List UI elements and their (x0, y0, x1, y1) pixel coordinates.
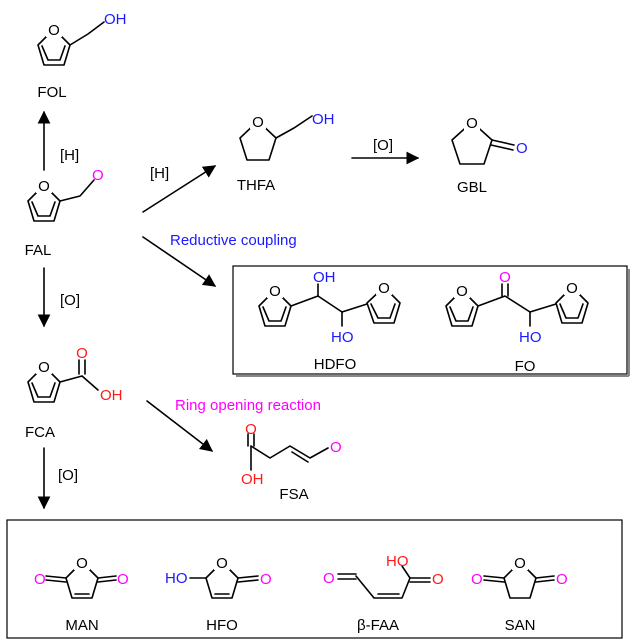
san-carbonyl-oxygen-right: O (556, 571, 568, 588)
thfa-structure: O OH (239, 111, 335, 161)
hdfo-ring-oxygen-right: O (378, 280, 390, 297)
fal-carbonyl-oxygen: O (92, 167, 104, 184)
oxidation-products-box (6, 519, 623, 639)
fal-ring-oxygen: O (38, 178, 50, 195)
reductive-coupling-label: Reductive coupling (170, 232, 297, 249)
fal-label: FAL (25, 242, 52, 259)
gbl-structure: O O (451, 114, 528, 165)
hdfo-ring-oxygen-left: O (269, 283, 281, 300)
fsa-structure: O OH O (241, 421, 342, 488)
man-carbonyl-oxygen-right: O (117, 571, 129, 588)
man-label: MAN (65, 617, 98, 634)
fol-label: FOL (37, 84, 66, 101)
hfo-label: HFO (206, 617, 238, 634)
hdfo-structure: O O OH HO (258, 269, 401, 346)
fal-structure: O O (27, 167, 104, 222)
ring-opening-label: Ring opening reaction (175, 397, 321, 414)
fsa-acid-carbonyl-oxygen: O (245, 421, 257, 438)
fol-ring-oxygen: O (48, 22, 60, 39)
thfa-label: THFA (237, 177, 275, 194)
fsa-hydroxyl: OH (241, 471, 264, 488)
gbl-label: GBL (457, 179, 487, 196)
san-structure: O O O (471, 554, 568, 599)
gbl-ring-oxygen: O (466, 115, 478, 132)
reagent-h-fol: [H] (60, 147, 79, 164)
bfaa-carbonyl-oxygen: O (432, 571, 444, 588)
fol-hydroxyl: OH (104, 11, 127, 28)
hfo-ring-oxygen: O (216, 555, 228, 572)
fca-hydroxyl: OH (100, 387, 123, 404)
fsa-label: FSA (279, 486, 308, 503)
hfo-hydroxyl: HO (165, 570, 188, 587)
bfaa-hydroxyl: HO (386, 553, 409, 570)
reagent-h-thfa: [H] (150, 165, 169, 182)
hdfo-label: HDFO (314, 356, 357, 373)
fca-label: FCA (25, 424, 55, 441)
san-carbonyl-oxygen-left: O (471, 571, 483, 588)
fca-ring-oxygen: O (38, 359, 50, 376)
bfaa-label: β-FAA (357, 617, 399, 634)
reagent-o-products: [O] (58, 467, 78, 484)
arrow-fal-to-thfa (142, 165, 217, 213)
reagent-o-fca: [O] (60, 292, 80, 309)
thfa-ring-oxygen: O (252, 114, 264, 131)
arrow-fca-to-fsa (146, 400, 214, 452)
fo-structure: O O O HO (445, 269, 589, 346)
man-ring-oxygen: O (76, 555, 88, 572)
bfaa-structure: O HO O (323, 553, 444, 599)
thfa-hydroxyl: OH (312, 111, 335, 128)
fo-ring-oxygen-right: O (566, 280, 578, 297)
arrow-fal-to-coupling (142, 236, 217, 287)
hdfo-hydroxyl-bottom: HO (331, 329, 354, 346)
gbl-carbonyl-oxygen: O (516, 140, 528, 157)
hfo-structure: O HO O (165, 554, 272, 599)
man-structure: O O O (34, 554, 129, 599)
fo-ring-oxygen-left: O (456, 283, 468, 300)
reagent-o-gbl: [O] (373, 137, 393, 154)
san-ring-oxygen: O (514, 555, 526, 572)
san-label: SAN (505, 617, 536, 634)
bfaa-aldehyde-oxygen: O (323, 570, 335, 587)
fsa-aldehyde-oxygen: O (330, 439, 342, 456)
fo-hydroxyl: HO (519, 329, 542, 346)
fca-carbonyl-oxygen: O (76, 345, 88, 362)
hfo-carbonyl-oxygen: O (260, 571, 272, 588)
fca-structure: O O OH (27, 345, 123, 404)
fo-carbonyl-oxygen: O (499, 269, 511, 286)
fo-label: FO (515, 358, 536, 375)
hdfo-hydroxyl-top: OH (313, 269, 336, 286)
fol-structure: O OH (37, 11, 127, 66)
man-carbonyl-oxygen-left: O (34, 571, 46, 588)
